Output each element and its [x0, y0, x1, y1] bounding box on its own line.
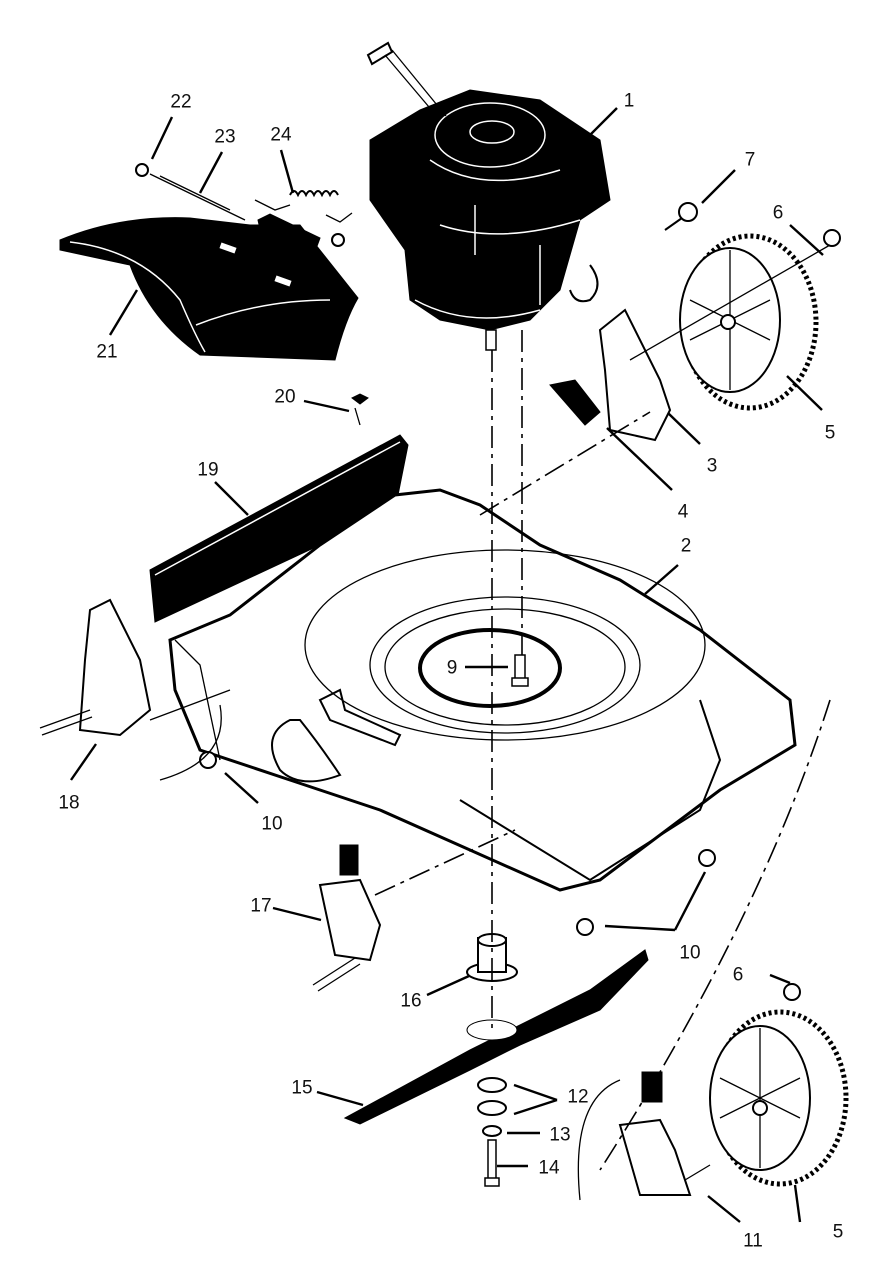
door-hinge-rod-part[interactable]: [135, 163, 246, 221]
callout-18[interactable]: 18: [58, 792, 80, 814]
callout-6-lower[interactable]: 6: [732, 964, 744, 986]
callout-23[interactable]: 23: [214, 126, 236, 148]
callout-5-upper[interactable]: 5: [824, 422, 836, 444]
callout-13[interactable]: 13: [549, 1124, 571, 1146]
blade-washer-part[interactable]: [477, 1077, 507, 1116]
handle-axis-line: [479, 411, 651, 516]
blade-part[interactable]: [343, 949, 649, 1125]
engine-mount-bolt-part[interactable]: [511, 654, 529, 687]
wheel-bolt-part[interactable]: [664, 202, 698, 231]
height-adjuster-front-right-part[interactable]: [618, 1071, 711, 1196]
wheel-nut-part-upper[interactable]: [823, 229, 841, 247]
callout-9[interactable]: 9: [446, 657, 458, 679]
front-wheel-part[interactable]: [709, 1009, 849, 1187]
hex-nut-part-left[interactable]: [199, 751, 217, 769]
height-adjuster-front-left-part[interactable]: [312, 844, 382, 992]
engine-part[interactable]: [366, 41, 611, 351]
height-adjuster-rear-left-part[interactable]: [39, 598, 152, 737]
callout-10-left[interactable]: 10: [261, 813, 283, 835]
door-spring-part[interactable]: [254, 190, 353, 223]
callout-24[interactable]: 24: [270, 124, 292, 146]
callout-16[interactable]: 16: [400, 990, 422, 1012]
front-adjuster-line: [374, 829, 516, 896]
hex-nut-part-mid[interactable]: [576, 918, 594, 936]
blade-bolt-part[interactable]: [484, 1139, 500, 1187]
rear-deflector-part[interactable]: [149, 393, 409, 623]
callout-14[interactable]: 14: [538, 1157, 560, 1179]
callout-10-right[interactable]: 10: [679, 942, 701, 964]
lock-washer-part[interactable]: [482, 1125, 502, 1137]
callout-7[interactable]: 7: [744, 149, 756, 171]
callout-21[interactable]: 21: [96, 341, 118, 363]
callout-4[interactable]: 4: [677, 501, 689, 523]
callout-19[interactable]: 19: [197, 459, 219, 481]
rear-wheel-part[interactable]: [679, 233, 819, 411]
callout-1[interactable]: 1: [623, 90, 635, 112]
leader-lines: [70, 107, 824, 1223]
callout-20[interactable]: 20: [274, 386, 296, 408]
deck-housing-part[interactable]: [168, 488, 797, 892]
callout-17[interactable]: 17: [250, 895, 272, 917]
callout-11[interactable]: 11: [743, 1230, 763, 1252]
upper-wheel-line: [629, 244, 831, 361]
hex-nut-part-right[interactable]: [698, 849, 716, 867]
front-wheel-arc: [599, 699, 831, 1171]
callout-6-upper[interactable]: 6: [772, 202, 784, 224]
front-right-bracket-line: [577, 1079, 621, 1201]
wheel-nut-part-lower[interactable]: [783, 983, 801, 1001]
callout-12[interactable]: 12: [567, 1086, 589, 1108]
rear-left-arc: [149, 689, 231, 781]
callout-22[interactable]: 22: [170, 91, 192, 113]
callout-5-lower[interactable]: 5: [832, 1221, 844, 1243]
height-adjuster-rear-right-part[interactable]: [549, 308, 672, 442]
callout-3[interactable]: 3: [706, 455, 718, 477]
callout-15[interactable]: 15: [291, 1077, 313, 1099]
callout-2[interactable]: 2: [680, 535, 692, 557]
rear-discharge-door-part[interactable]: [59, 213, 359, 361]
